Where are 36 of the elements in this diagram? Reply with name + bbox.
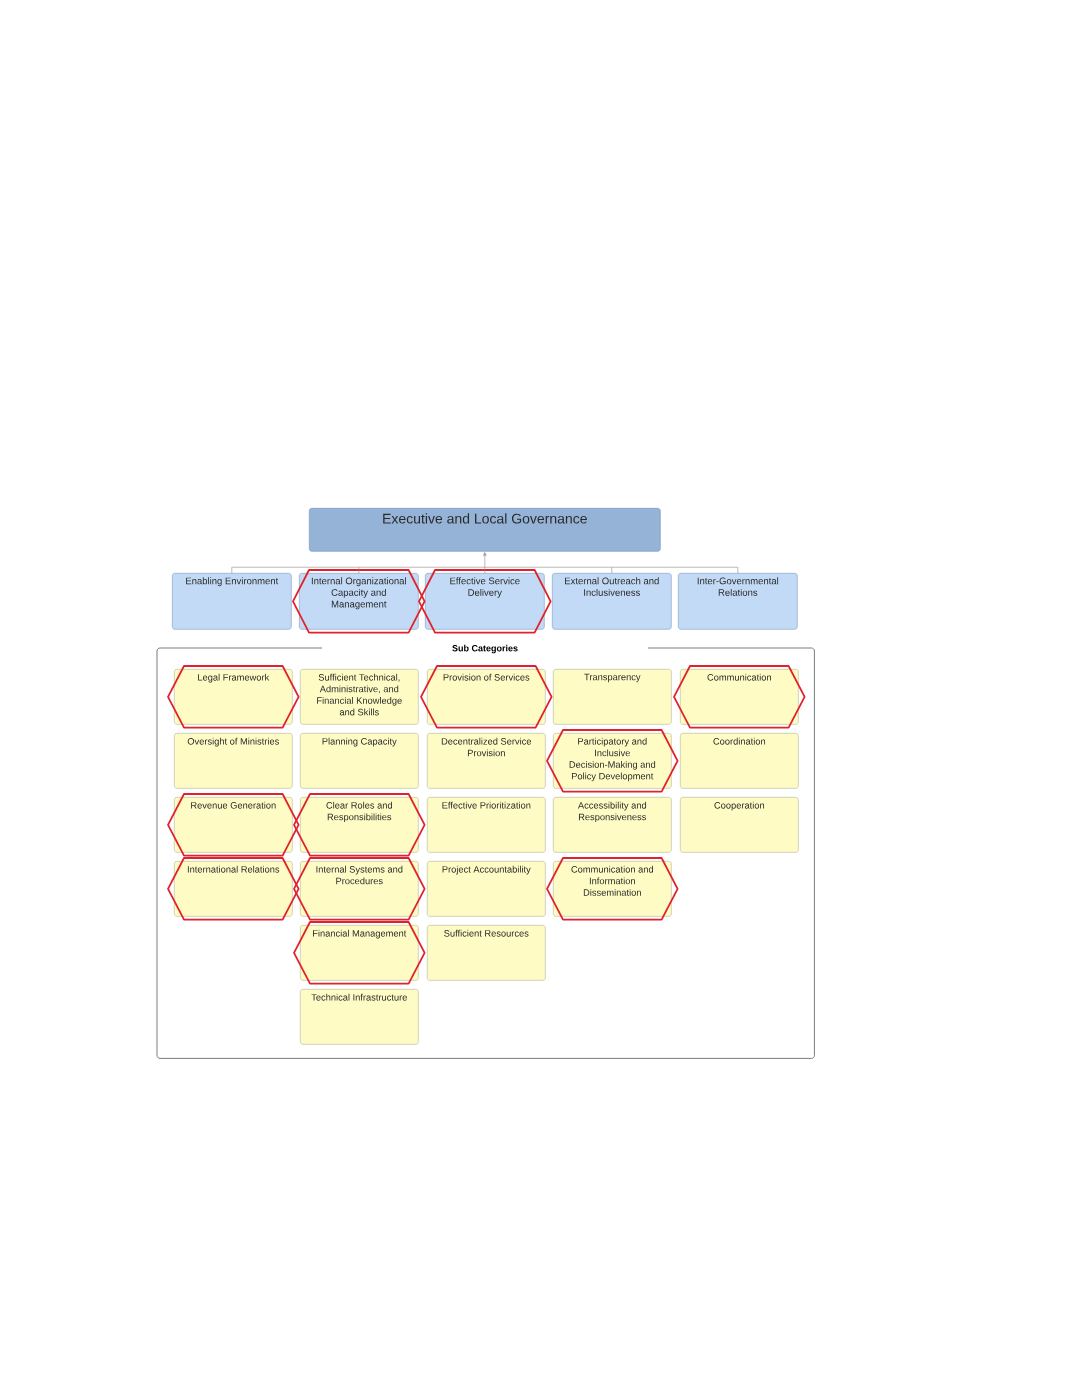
subcategory-box: Sufficient Resources [427, 925, 546, 981]
subcategory-box: Participatory and Inclusive Decision-Making and Policy Development [553, 733, 672, 789]
subcategory-box: International Relations [174, 861, 293, 917]
category-box: Internal Organizational Capacity and Management [299, 573, 419, 630]
subcategory-box: Planning Capacity [300, 733, 419, 789]
subcategory-box: Transparency [553, 669, 672, 725]
connector-line [484, 566, 613, 568]
subcategory-box: Coordination [680, 733, 799, 789]
connector-line [358, 566, 360, 574]
category-box: Enabling Environment [172, 573, 292, 630]
connector-line [231, 566, 360, 574]
connector-line [611, 566, 739, 574]
connector-arrow [483, 552, 487, 568]
subcategory-box: Financial Management [300, 925, 419, 981]
subcategory-box: Technical Infrastructure [300, 989, 419, 1045]
connector-line [358, 566, 486, 568]
subcategory-box: Provision of Services [427, 669, 546, 725]
subcategory-box: Revenue Generation [174, 797, 293, 853]
category-box: External Outreach and Inclusiveness [552, 573, 672, 630]
category-box: Effective Service Delivery [425, 573, 545, 630]
subcategory-box: Clear Roles and Responsibilities [300, 797, 419, 853]
subcategory-box: Communication and Information Dissemination [553, 861, 672, 917]
subcategory-box: Cooperation [680, 797, 799, 853]
subcategory-box: Project Accountability [427, 861, 546, 917]
subcategory-box: Accessibility and Responsiveness [553, 797, 672, 853]
subcategory-box: Sufficient Technical, Administrative, and Financial Knowledge and Skills [300, 669, 419, 725]
subcategory-box: Internal Systems and Procedures [300, 861, 419, 917]
subcategory-box: Effective Prioritization [427, 797, 546, 853]
title-box: Executive and Local Governance [309, 508, 661, 552]
category-box: Inter-Governmental Relations [678, 573, 798, 630]
subcategory-box: Legal Framework [174, 669, 293, 725]
subcategory-box: Oversight of Ministries [174, 733, 293, 789]
subcategory-box: Decentralized Service Provision [427, 733, 546, 789]
subcategory-box: Communication [680, 669, 799, 725]
connector-line [611, 566, 613, 574]
connector-line [484, 566, 486, 574]
